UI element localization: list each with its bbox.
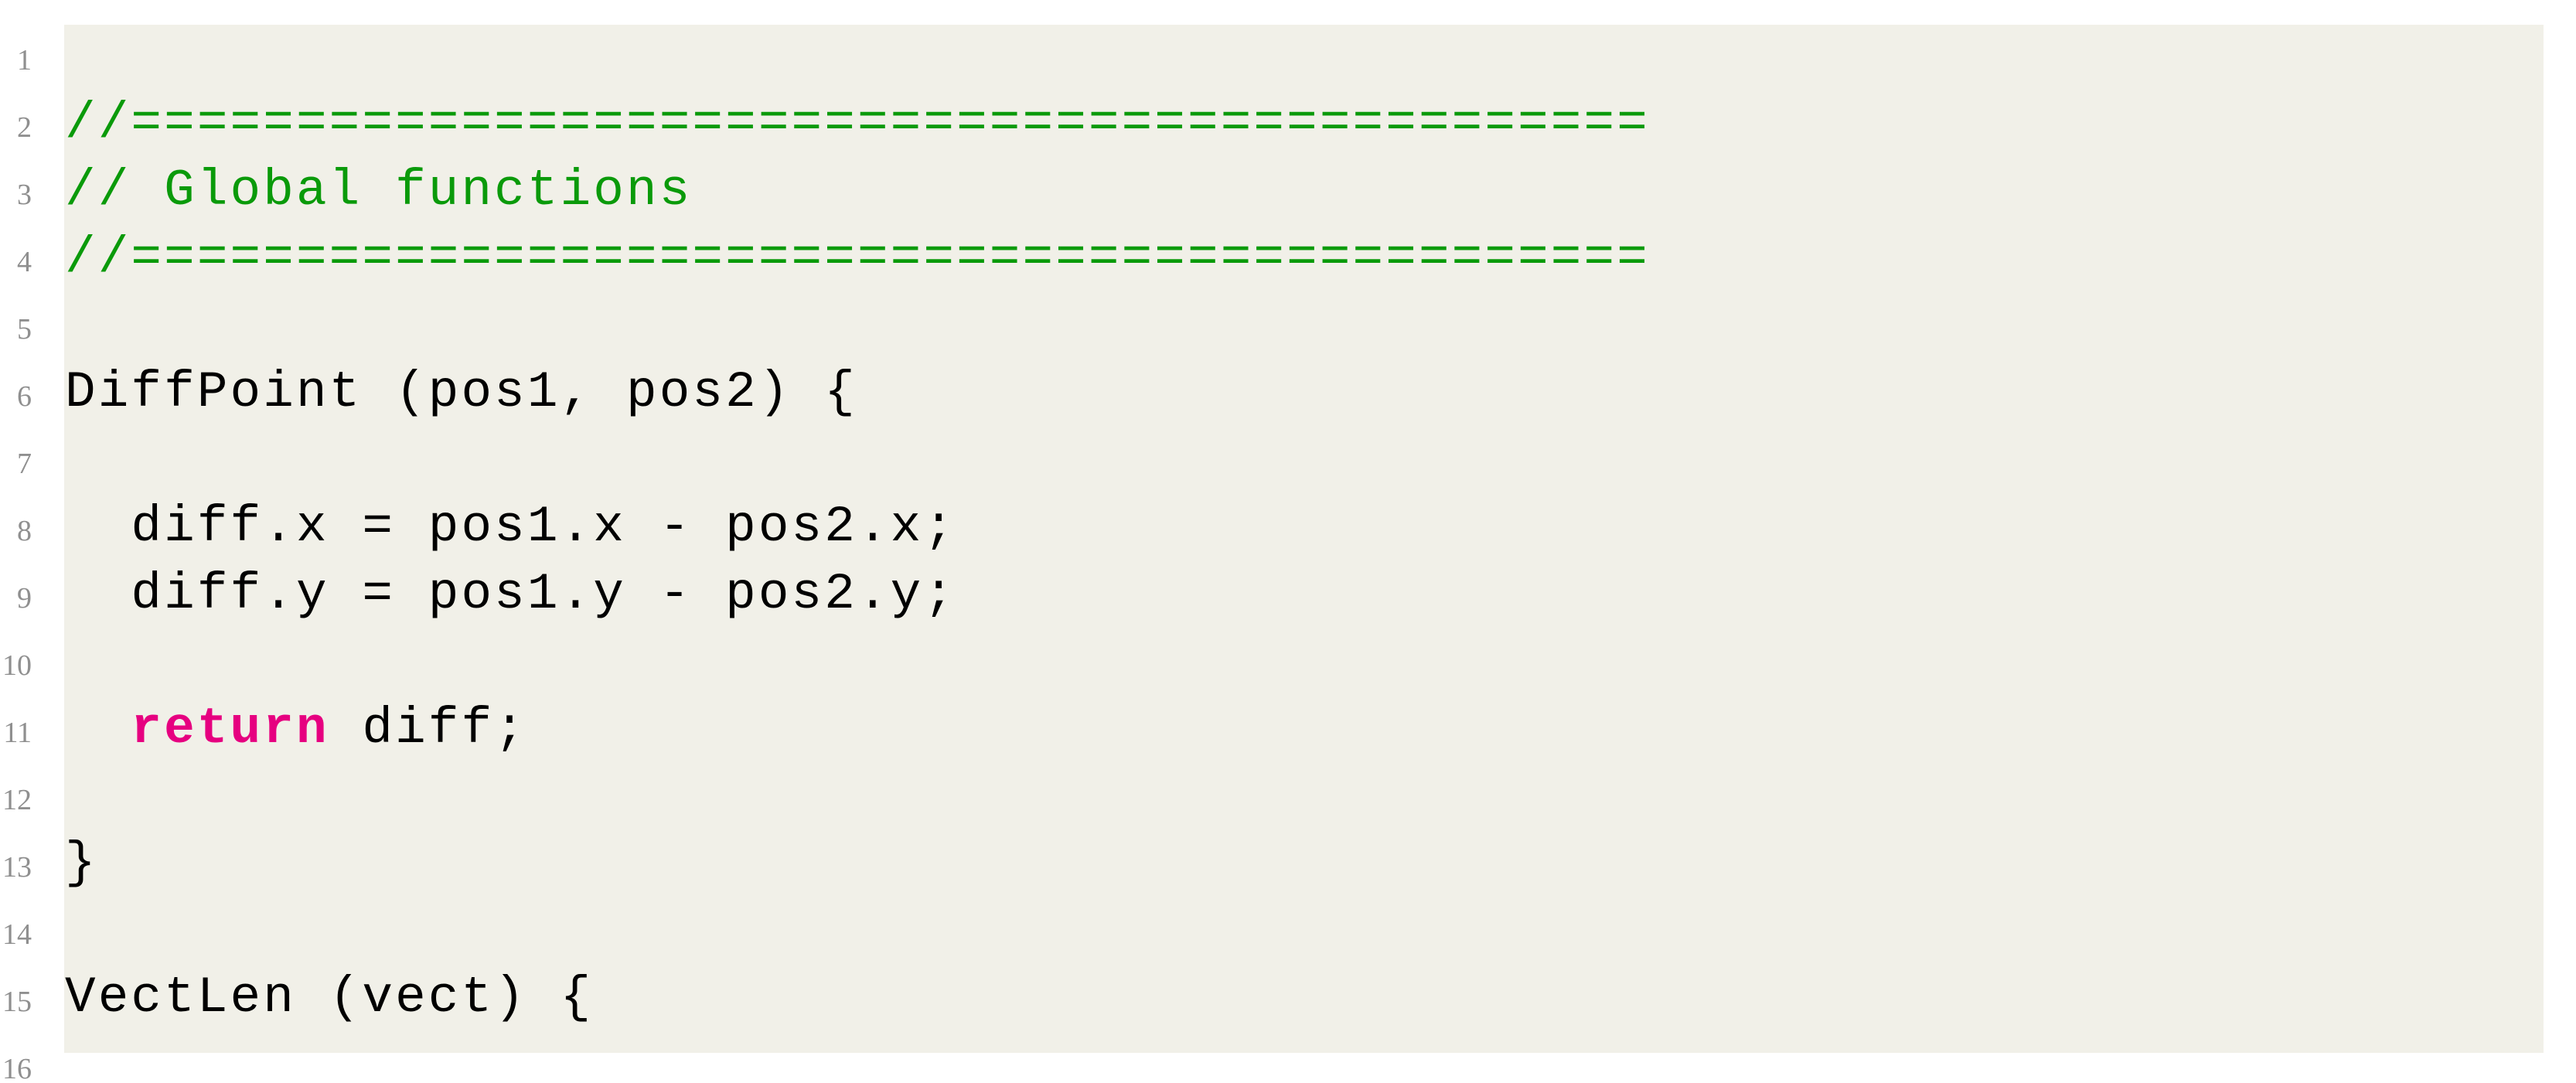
code-segment-plain: VectLen (vect) { xyxy=(65,969,594,1027)
code-line: 10 xyxy=(0,630,1650,697)
code-text: DiffPoint (pos1, pos2) { xyxy=(65,363,857,421)
line-number: 12 xyxy=(2,784,32,816)
code-segment-plain xyxy=(65,700,131,758)
line-number: 1 xyxy=(17,44,32,77)
code-segment-comment: //======================================… xyxy=(65,229,1650,287)
code-text: // Global functions xyxy=(65,162,692,220)
line-number: 8 xyxy=(17,515,32,547)
code-line: 2 //=====================================… xyxy=(0,92,1650,159)
code-line: 13} xyxy=(0,832,1650,899)
code-text: } xyxy=(65,834,98,892)
code-line: 15 VectLen (vect) { xyxy=(0,966,1650,1034)
code-line: 11 return diff; xyxy=(0,697,1650,765)
code-segment-plain: DiffPoint (pos1, pos2) { xyxy=(65,363,857,421)
code-line: 1 xyxy=(0,25,1650,92)
line-number: 6 xyxy=(17,380,32,413)
code-line: 4 //=====================================… xyxy=(0,226,1650,294)
code-line: 14 xyxy=(0,899,1650,966)
code-segment-plain: } xyxy=(65,834,98,892)
line-number: 3 xyxy=(17,179,32,211)
code-segment-plain: diff; xyxy=(329,700,527,758)
code-text: VectLen (vect) { xyxy=(65,969,593,1027)
line-number: 14 xyxy=(2,918,32,951)
code-segment-comment: //======================================… xyxy=(65,94,1650,152)
line-number: 13 xyxy=(2,851,32,884)
code-line: 6 DiffPoint (pos1, pos2) { xyxy=(0,361,1650,428)
code-text: //======================================… xyxy=(65,94,1650,152)
code-text: return diff; xyxy=(65,700,527,758)
code-line: 5 xyxy=(0,294,1650,361)
code-block-background xyxy=(64,25,2544,1053)
line-number: 11 xyxy=(3,717,32,749)
code-segment-keyword: return xyxy=(131,700,329,758)
code-text: diff.y = pos1.y - pos2.y; xyxy=(65,565,956,623)
line-number: 7 xyxy=(17,448,32,480)
line-number: 2 xyxy=(17,111,32,144)
code-line: 16 xyxy=(0,1034,1650,1083)
line-number: 9 xyxy=(17,582,32,615)
code-line: 12 xyxy=(0,765,1650,832)
code-segment-plain: diff.y = pos1.y - pos2.y; xyxy=(65,565,957,623)
code-line: 7 xyxy=(0,428,1650,496)
code-line: 3 // Global functions xyxy=(0,159,1650,226)
code-segment-comment: // Global functions xyxy=(65,162,693,220)
code-text: //======================================… xyxy=(65,229,1650,287)
code-line: 8 diff.x = pos1.x - pos2.x; xyxy=(0,496,1650,563)
line-number: 16 xyxy=(2,1053,32,1083)
code-segment-plain: diff.x = pos1.x - pos2.x; xyxy=(65,498,957,556)
line-number: 5 xyxy=(17,313,32,346)
line-number: 10 xyxy=(2,649,32,682)
line-number: 4 xyxy=(17,246,32,278)
code-text: diff.x = pos1.x - pos2.x; xyxy=(65,498,956,556)
line-number: 15 xyxy=(2,986,32,1018)
code-line: 9 diff.y = pos1.y - pos2.y; xyxy=(0,563,1650,630)
